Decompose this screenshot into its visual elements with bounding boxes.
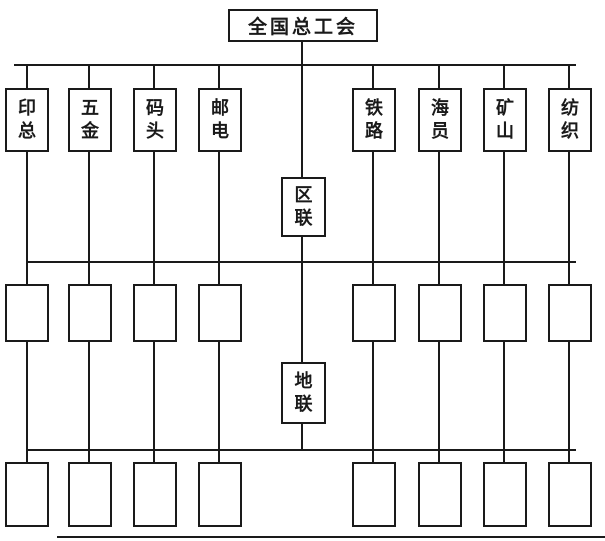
- drop-line: [218, 65, 220, 89]
- empty-box: [198, 462, 242, 527]
- empty-box: [418, 284, 462, 342]
- industry-box-haiyuan: 海员: [418, 88, 462, 152]
- empty-box: [68, 284, 112, 342]
- empty-box: [548, 284, 592, 342]
- industry-box-fangzhi: 纺织: [548, 88, 592, 152]
- empty-box: [133, 284, 177, 342]
- drop-line: [503, 65, 505, 89]
- column-line: [568, 152, 570, 284]
- column-line: [503, 342, 505, 462]
- column-line: [88, 342, 90, 462]
- industry-label: 邮电: [211, 97, 229, 141]
- column-line: [372, 342, 374, 462]
- bus1-line: [14, 64, 576, 66]
- industry-label: 矿山: [496, 97, 514, 141]
- industry-box-wujin: 五金: [68, 88, 112, 152]
- district-federation-box: 区联: [281, 177, 326, 237]
- column-line: [438, 152, 440, 284]
- drop-line: [26, 65, 28, 89]
- drop-line: [372, 65, 374, 89]
- bus3-line: [27, 449, 576, 451]
- industry-label: 印总: [18, 97, 36, 141]
- industry-box-kuangshan: 矿山: [483, 88, 527, 152]
- empty-box: [68, 462, 112, 527]
- industry-label: 纺织: [561, 97, 579, 141]
- district-federation-label: 区联: [294, 184, 313, 228]
- drop-line: [153, 65, 155, 89]
- empty-box: [483, 284, 527, 342]
- root-label: 全国总工会: [247, 17, 358, 38]
- column-line: [26, 342, 28, 462]
- column-line: [372, 152, 374, 284]
- column-line: [26, 152, 28, 284]
- industry-box-yinzong: 印总: [5, 88, 49, 152]
- column-line: [218, 152, 220, 284]
- root-box: 全国总工会: [228, 9, 378, 42]
- bottom-rule: [57, 536, 605, 538]
- empty-box: [5, 462, 49, 527]
- empty-box: [352, 284, 396, 342]
- bus2-line: [27, 261, 576, 263]
- column-line: [218, 342, 220, 462]
- empty-box: [352, 462, 396, 527]
- column-line: [153, 342, 155, 462]
- industry-box-matou: 码头: [133, 88, 177, 152]
- empty-box: [5, 284, 49, 342]
- drop-line: [438, 65, 440, 89]
- industry-label: 海员: [431, 97, 449, 141]
- local-federation-label: 地联: [294, 370, 313, 414]
- empty-box: [418, 462, 462, 527]
- column-line: [438, 342, 440, 462]
- column-line: [88, 152, 90, 284]
- district-to-local-line: [301, 237, 303, 362]
- industry-box-tielu: 铁路: [352, 88, 396, 152]
- column-line: [503, 152, 505, 284]
- empty-box: [548, 462, 592, 527]
- empty-box: [198, 284, 242, 342]
- industry-label: 五金: [81, 97, 99, 141]
- industry-label: 码头: [146, 97, 164, 141]
- local-to-bus3-line: [301, 424, 303, 451]
- drop-line: [88, 65, 90, 89]
- column-line: [568, 342, 570, 462]
- root-to-district-line: [301, 42, 303, 177]
- column-line: [153, 152, 155, 284]
- empty-box: [133, 462, 177, 527]
- industry-box-youdian: 邮电: [198, 88, 242, 152]
- local-federation-box: 地联: [281, 362, 326, 424]
- drop-line: [568, 65, 570, 89]
- empty-box: [483, 462, 527, 527]
- industry-label: 铁路: [365, 97, 383, 141]
